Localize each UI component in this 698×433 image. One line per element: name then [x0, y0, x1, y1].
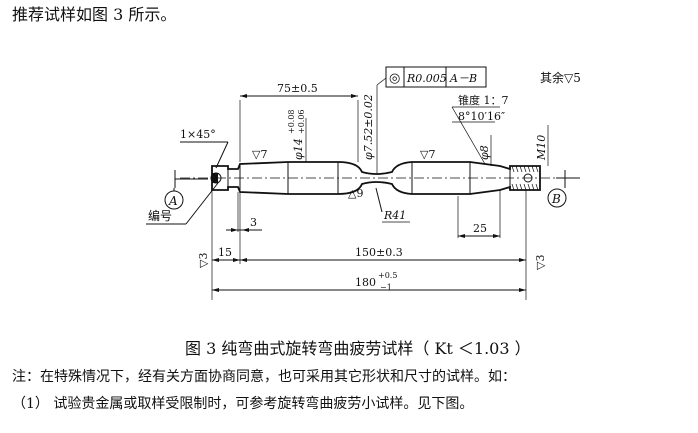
dim-phi8: φ8 — [478, 145, 491, 160]
taper-angle: 8°10′16″ — [458, 110, 505, 123]
label-number: 编号 — [148, 208, 172, 223]
taper-label: 锥度 1：7 — [458, 93, 509, 107]
tolerance-datum: A－B — [449, 72, 477, 85]
dim-15: 15 — [218, 246, 232, 259]
thread-marks — [511, 165, 539, 173]
dim-phi14-lower: +0.06 — [297, 109, 306, 134]
datum-b-circle — [547, 188, 567, 208]
radius-label: R41 — [383, 209, 406, 222]
dim-m10: M10 — [535, 135, 548, 161]
dim-75: 75±0.5 — [277, 82, 318, 95]
note-line-2: （1） 试验贵金属或取样受限制时，可参考旋转弯曲疲劳小试样。见下图。 — [12, 396, 474, 412]
finish-end-right: ▽3 — [534, 255, 547, 270]
dim-phi14-upper: +0.08 — [287, 109, 296, 134]
datum-b: B — [551, 192, 561, 206]
dim-180-upper: +0.5 — [378, 271, 397, 280]
dim-150: 150±0.3 — [355, 246, 403, 259]
finish-groove: △9 — [348, 187, 363, 200]
center-hole-fill — [212, 173, 218, 183]
finish-left: ▽7 — [252, 148, 267, 161]
tolerance-value: R0.005 — [406, 72, 447, 85]
chamfer-label: 1×45° — [180, 128, 216, 141]
intro-text: 推荐试样如图 3 所示。 — [12, 5, 177, 24]
dim-3: 3 — [250, 216, 257, 229]
finish-right: ▽7 — [420, 148, 435, 161]
finish-end-left: ▽3 — [197, 253, 210, 268]
dim-180: 180 — [355, 276, 376, 289]
note-line-1: 注：在特殊情况下，经有关方面协商同意，也可采用其它形状和尺寸的试样。如： — [12, 369, 516, 385]
dim-phi14: φ14 — [292, 138, 305, 160]
figure-caption: 图 3 纯弯曲式旋转弯曲疲劳试样（ Kt ＜1.03 ） — [185, 339, 531, 358]
dim-25: 25 — [473, 222, 487, 235]
tolerance-symbol: ◎ — [389, 71, 400, 86]
dim-phi752: φ7.52±0.02 — [362, 94, 375, 160]
tolerance-frame — [385, 66, 487, 88]
dim-180-lower: −1 — [380, 283, 392, 292]
remaining-finish: 其余▽5 — [540, 70, 581, 85]
specimen-outline — [211, 161, 541, 195]
datum-a: A — [168, 194, 178, 208]
